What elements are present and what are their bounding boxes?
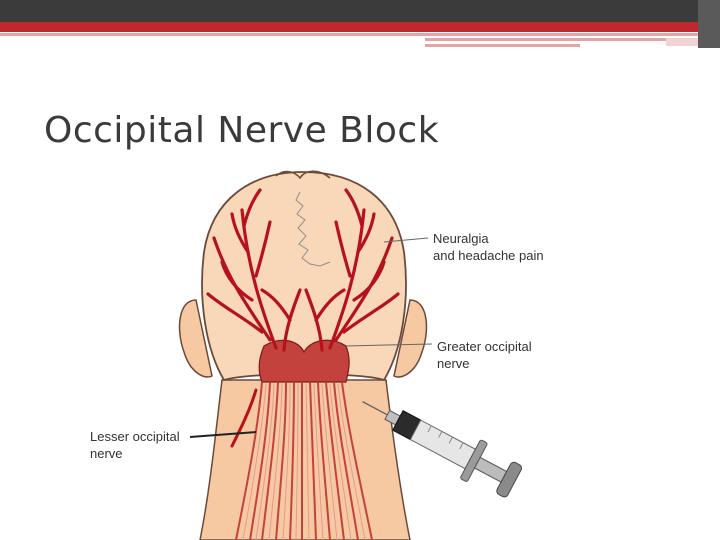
pink-accent-line [0,33,698,36]
label-neuralgia-line2: and headache pain [433,247,544,264]
top-right-block [698,0,720,48]
label-lesser-line2: nerve [90,445,180,462]
label-lesser-occipital-nerve: Lesser occipital nerve [90,428,180,462]
top-dark-bar [0,0,720,22]
label-greater-occipital-nerve: Greater occipital nerve [437,338,532,372]
pink-accent-line [425,38,698,41]
label-greater-line1: Greater occipital [437,338,532,355]
label-greater-line2: nerve [437,355,532,372]
slide-title: Occipital Nerve Block [44,110,439,151]
label-neuralgia: Neuralgia and headache pain [433,230,544,264]
red-accent-band [0,22,698,32]
occipital-anatomy-illustration [60,160,620,540]
pink-accent-line [425,44,580,47]
label-lesser-line1: Lesser occipital [90,428,180,445]
label-neuralgia-line1: Neuralgia [433,230,544,247]
pink-accent-block [666,38,698,46]
neck [200,380,410,540]
